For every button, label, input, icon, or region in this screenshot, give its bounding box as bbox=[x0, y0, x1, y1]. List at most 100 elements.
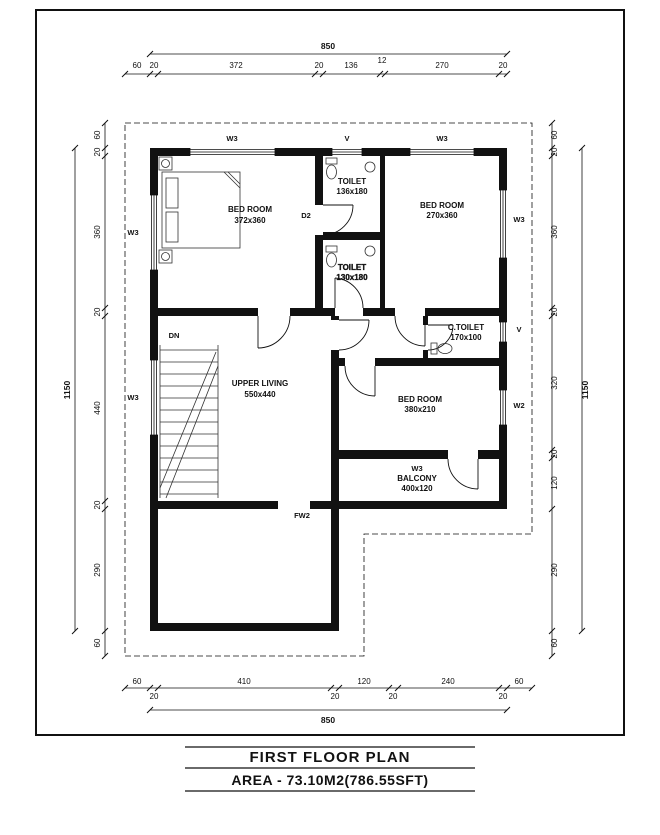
svg-text:130x180: 130x180 bbox=[336, 273, 368, 282]
vent-v-right bbox=[499, 321, 507, 343]
dim-label: 60 bbox=[133, 677, 142, 686]
door-lobby bbox=[338, 319, 370, 351]
dim-label: 20 bbox=[150, 692, 159, 701]
dim-right: 60 20 360 20 320 20 120 290 60 1150 bbox=[548, 119, 590, 660]
wall-segment bbox=[499, 425, 507, 509]
dim-label: 240 bbox=[441, 677, 455, 686]
stair-mark-dn: DN bbox=[169, 331, 180, 340]
exterior-walls bbox=[150, 148, 507, 631]
svg-text:400x120: 400x120 bbox=[401, 484, 433, 493]
dim-bottom: 60 410 120 240 60 20 20 20 20 850 bbox=[121, 677, 536, 725]
door-ctoilet bbox=[427, 324, 454, 351]
pillow bbox=[165, 177, 179, 209]
wall-segment bbox=[363, 308, 395, 316]
dim-label: 20 bbox=[93, 307, 102, 316]
svg-text:170x100: 170x100 bbox=[450, 333, 482, 342]
interior-walls bbox=[150, 156, 507, 509]
wall-segment bbox=[474, 148, 507, 156]
window-w3-left-bedroom bbox=[150, 194, 158, 271]
door-toilet1-d2 bbox=[322, 204, 354, 236]
dim-label: 360 bbox=[93, 225, 102, 239]
toilet1-fixtures bbox=[325, 157, 376, 180]
window-mark-fw2: FW2 bbox=[294, 511, 310, 520]
room-label-bedroom3: BED ROOM 380x210 bbox=[398, 395, 442, 414]
vent-mark-v: V bbox=[516, 325, 521, 334]
svg-text:UPPER LIVING: UPPER LIVING bbox=[232, 379, 288, 388]
washbasin bbox=[364, 245, 376, 257]
window-w3-left-living bbox=[150, 359, 158, 436]
vent-mark-v: V bbox=[344, 134, 349, 143]
dim-label: 20 bbox=[315, 61, 324, 70]
bedside-table bbox=[158, 156, 173, 171]
dim-label: 60 bbox=[133, 61, 142, 70]
svg-text:C.TOILET: C.TOILET bbox=[448, 323, 484, 332]
wall-segment bbox=[331, 316, 339, 320]
wc bbox=[430, 342, 438, 355]
title-block: FIRST FLOOR PLAN AREA - 73.10M2(786.55SF… bbox=[185, 746, 475, 792]
svg-text:380x210: 380x210 bbox=[404, 405, 436, 414]
dim-label: 290 bbox=[550, 563, 559, 577]
dim-label: 1150 bbox=[580, 381, 590, 400]
dim-label: 20 bbox=[389, 692, 398, 701]
wall-segment bbox=[423, 350, 428, 358]
wall-segment bbox=[499, 258, 507, 322]
wc-bowl bbox=[326, 164, 337, 180]
plan-title: FIRST FLOOR PLAN bbox=[250, 749, 411, 766]
toilet2-fixtures bbox=[325, 245, 376, 268]
dim-label: 60 bbox=[550, 638, 559, 647]
wall-segment bbox=[331, 350, 339, 501]
door-bedroom2 bbox=[394, 315, 426, 347]
wall-segment bbox=[150, 501, 278, 509]
dim-label: 120 bbox=[357, 677, 371, 686]
room-label-toilet2: TOILET 130x180 bbox=[336, 263, 368, 282]
door-bedroom3 bbox=[344, 365, 376, 397]
window-w3-top-left bbox=[189, 148, 276, 156]
svg-text:270x360: 270x360 bbox=[426, 211, 458, 220]
room-label-toilet1: TOILET 136x180 bbox=[336, 177, 368, 196]
door-bedroom1 bbox=[257, 315, 291, 349]
setback-dashed-outline bbox=[124, 122, 533, 657]
wall-segment bbox=[478, 450, 507, 459]
wc-bowl bbox=[326, 252, 337, 268]
dim-label: 20 bbox=[93, 147, 102, 156]
dim-label: 850 bbox=[321, 715, 335, 725]
dim-label: 20 bbox=[499, 61, 508, 70]
dim-label: 410 bbox=[237, 677, 251, 686]
room-label-ctoilet: C.TOILET 170x100 bbox=[448, 323, 484, 342]
dim-label: 20 bbox=[499, 692, 508, 701]
dim-label: 270 bbox=[435, 61, 449, 70]
bed bbox=[161, 171, 241, 249]
wall-segment bbox=[331, 450, 448, 459]
wall-segment bbox=[331, 509, 339, 631]
dim-label: 20 bbox=[93, 500, 102, 509]
room-label-balcony: W3 BALCONY 400x120 bbox=[397, 464, 437, 493]
svg-text:TOILET: TOILET bbox=[338, 177, 366, 186]
window-w3-right-bedroom bbox=[499, 189, 507, 259]
dim-label: 60 bbox=[515, 677, 524, 686]
vent-v-top bbox=[331, 148, 363, 156]
dim-label: 360 bbox=[550, 225, 559, 239]
svg-text:BED ROOM: BED ROOM bbox=[228, 205, 272, 214]
wall-segment bbox=[323, 232, 380, 240]
wall-segment bbox=[362, 148, 410, 156]
wall-segment bbox=[150, 148, 190, 156]
room-label-bedroom2: BED ROOM 270x360 bbox=[420, 201, 464, 220]
window-mark-w3: W3 bbox=[513, 215, 524, 224]
dim-label: 136 bbox=[344, 61, 358, 70]
window-w2-right bbox=[499, 389, 507, 426]
svg-text:TOILET: TOILET bbox=[338, 263, 366, 272]
plan-area: AREA - 73.10M2(786.55SFT) bbox=[231, 772, 428, 788]
door-mark-d2: D2 bbox=[301, 211, 311, 220]
window-mark-w3: W3 bbox=[226, 134, 237, 143]
wall-segment bbox=[150, 148, 158, 195]
wc bbox=[325, 157, 338, 165]
svg-text:550x440: 550x440 bbox=[244, 390, 276, 399]
window-w3-top-right bbox=[409, 148, 475, 156]
wall-segment bbox=[315, 156, 323, 205]
dim-label: 1150 bbox=[62, 381, 72, 400]
svg-text:BALCONY: BALCONY bbox=[397, 474, 437, 483]
wall-segment bbox=[310, 501, 331, 509]
wall-segment bbox=[380, 156, 385, 308]
window-mark-w3: W3 bbox=[411, 464, 422, 473]
